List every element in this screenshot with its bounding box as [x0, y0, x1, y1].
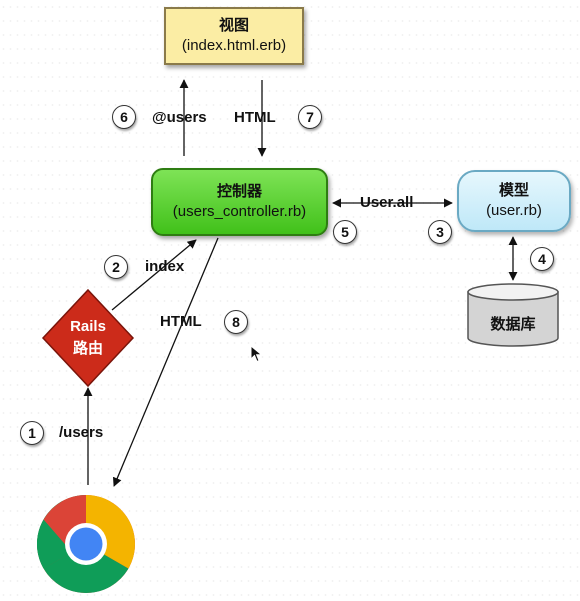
step-8-badge: 8	[224, 310, 248, 334]
controller-subtitle: (users_controller.rb)	[172, 203, 307, 220]
mouse-cursor-icon	[250, 345, 263, 363]
view-title: 视图	[218, 17, 249, 34]
label-html-view: HTML	[234, 109, 276, 126]
arrow-controller-to-browser	[112, 237, 219, 487]
model-title: 模型	[498, 182, 529, 199]
label-at-users: @users	[152, 109, 207, 126]
router-label-line1: Rails	[70, 318, 106, 335]
step-5-badge: 5	[333, 220, 357, 244]
controller-box: 控制器 (users_controller.rb)	[151, 168, 328, 236]
step-3-badge: 3	[428, 220, 452, 244]
step-2-badge: 2	[104, 255, 128, 279]
chrome-browser-icon[interactable]	[36, 494, 136, 594]
step-6-badge: 6	[112, 105, 136, 129]
view-box: 视图 (index.html.erb)	[164, 7, 304, 65]
database-label: 数据库	[490, 316, 536, 333]
step-1-badge: 1	[20, 421, 44, 445]
step-4-badge: 4	[530, 247, 554, 271]
rails-router-diamond	[41, 288, 135, 388]
step-7-badge: 7	[298, 105, 322, 129]
label-html-browser: HTML	[160, 313, 202, 330]
router-label-line2: 路由	[72, 340, 103, 357]
label-user-all: User.all	[360, 194, 414, 211]
controller-title: 控制器	[216, 183, 262, 200]
label-users-url: /users	[59, 424, 104, 441]
model-subtitle: (user.rb)	[486, 202, 542, 219]
view-subtitle: (index.html.erb)	[181, 37, 287, 54]
arrow-router-to-controller	[111, 239, 197, 311]
model-box: 模型 (user.rb)	[457, 170, 571, 232]
router-label: Rails 路由	[48, 316, 128, 360]
label-index: index	[145, 258, 185, 275]
database-cylinder	[467, 283, 559, 347]
